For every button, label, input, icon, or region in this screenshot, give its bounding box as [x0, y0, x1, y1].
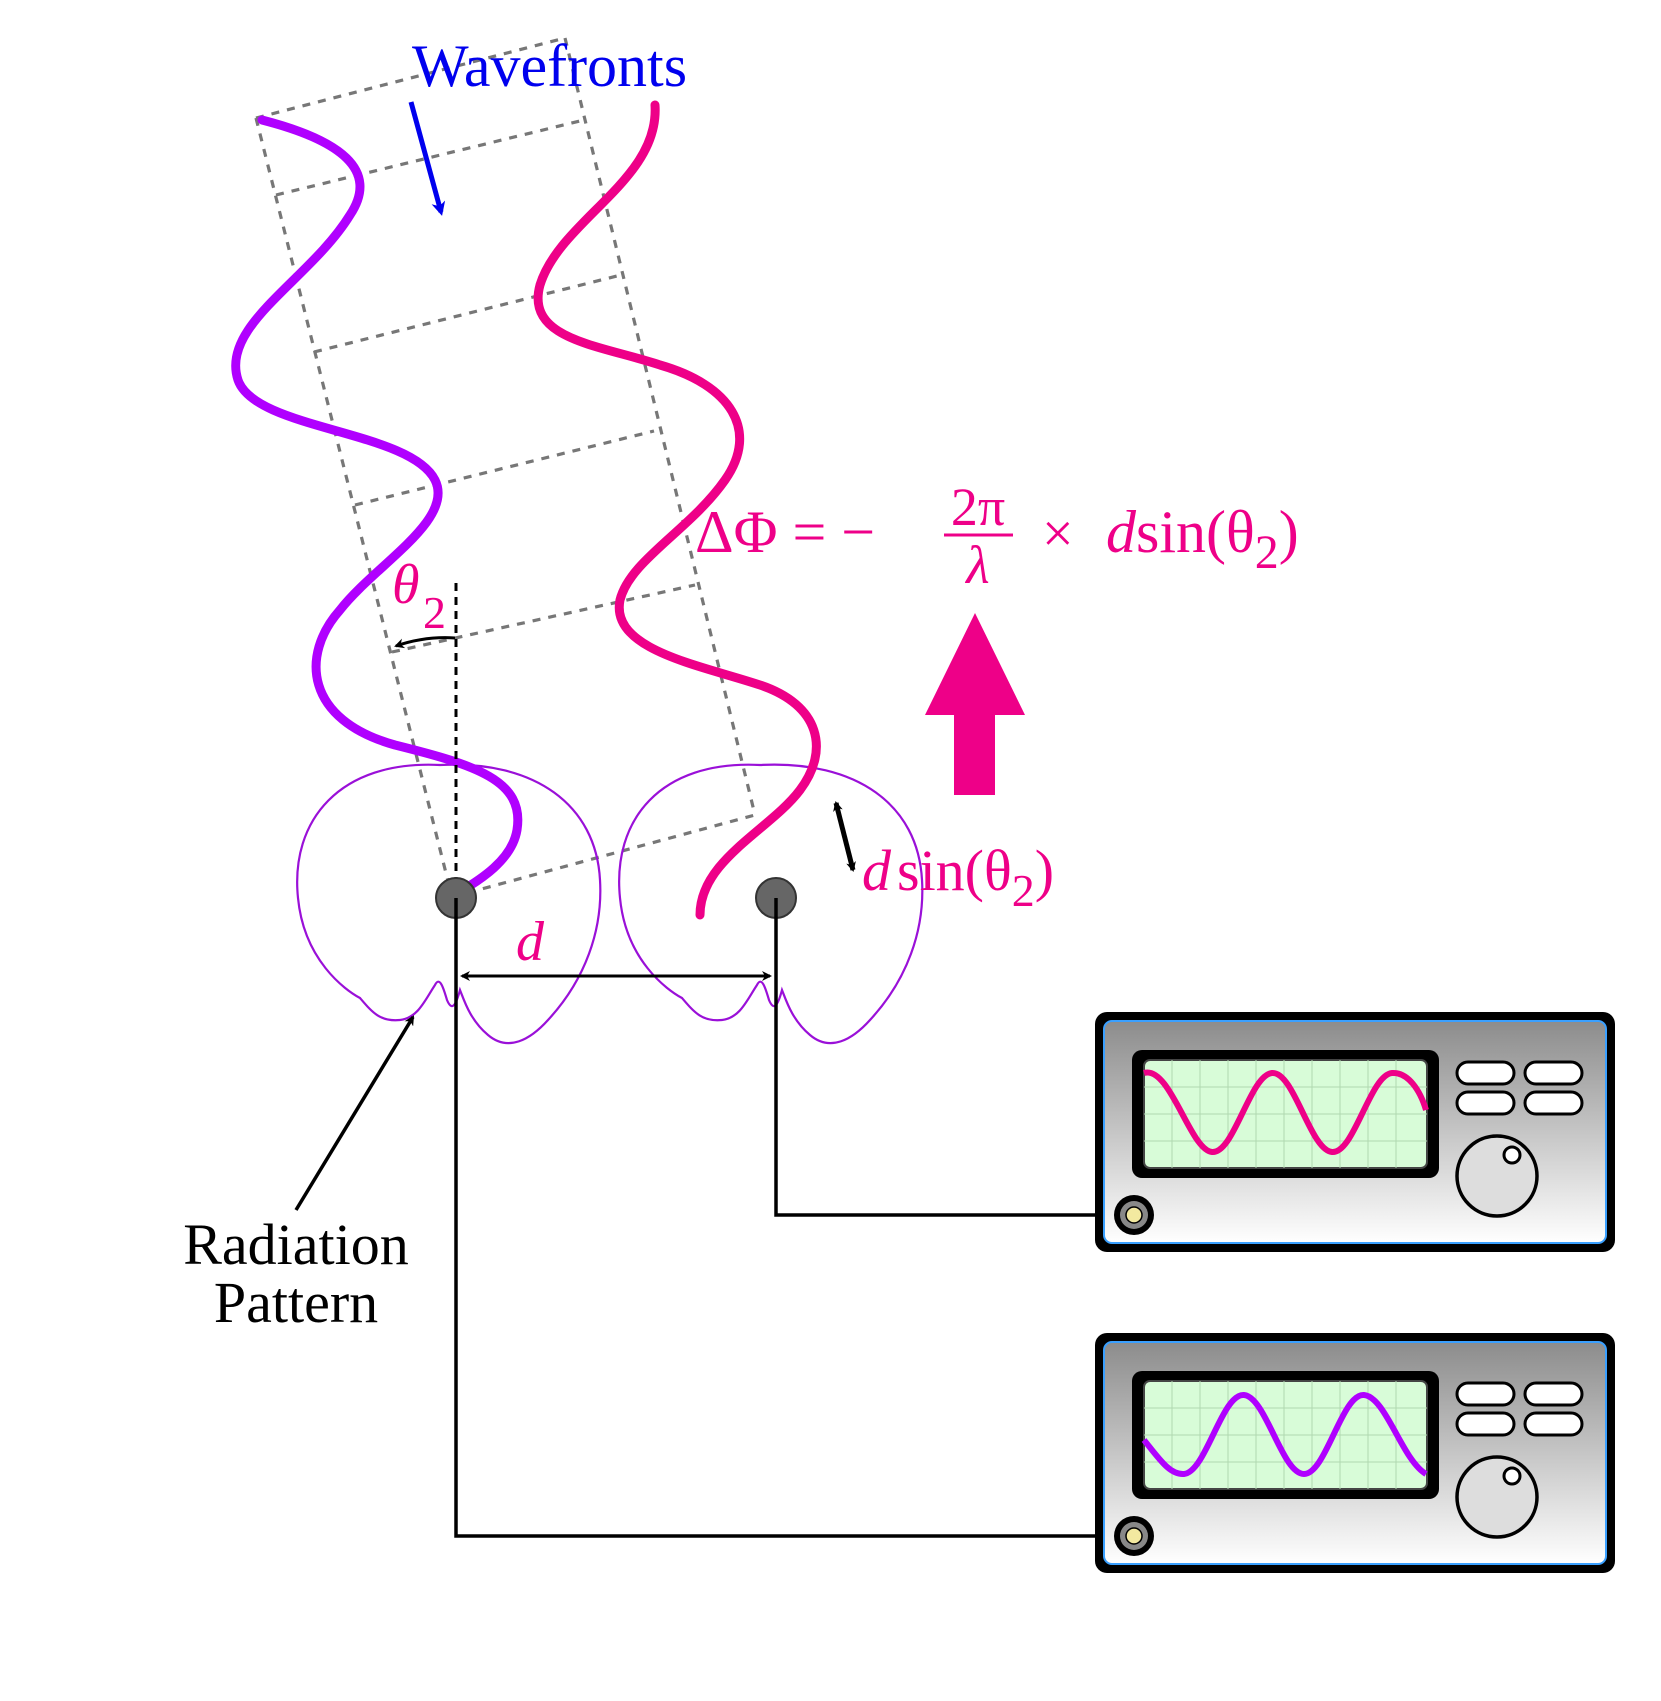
spacing-label: d	[516, 911, 545, 973]
svg-text:ΔΦ = −: ΔΦ = −	[695, 499, 875, 565]
svg-text:λ: λ	[964, 535, 989, 595]
svg-text:2π: 2π	[951, 477, 1005, 537]
radiation-pattern-label-line2: Pattern	[214, 1270, 378, 1335]
theta-subscript: 2	[423, 587, 446, 638]
theta-label: θ	[392, 554, 420, 616]
cable-left-to-bottom-scope	[454, 898, 1096, 1538]
oscilloscope-bottom	[1095, 1333, 1615, 1573]
radiation-pattern-right	[618, 763, 924, 1045]
oscilloscope-top	[1095, 1012, 1615, 1252]
incoming-wave-left	[231, 115, 523, 898]
incoming-wave-right	[533, 100, 821, 920]
propagation-arrow	[925, 613, 1025, 795]
svg-text:dsin(θ2): dsin(θ2)	[1106, 499, 1299, 579]
wavefront-grid	[254, 36, 757, 899]
radiation-pattern-label: Radiation	[183, 1212, 409, 1277]
radiation-pattern-arrow	[294, 1015, 415, 1211]
wavefronts-arrow	[408, 101, 446, 216]
cable-right-to-top-scope	[774, 898, 1096, 1217]
wavefronts-label: Wavefronts	[412, 33, 687, 99]
oscilloscope-bottom-trace	[1141, 1392, 1428, 1478]
oscilloscope-top-trace	[1143, 1069, 1429, 1155]
theta-arc-arrow	[394, 636, 456, 649]
radiation-pattern-left	[296, 763, 602, 1045]
phase-equation: ΔΦ = − 2π λ × dsin(θ2)	[695, 477, 1299, 595]
path-difference-arrow	[833, 801, 856, 872]
svg-text:×: ×	[1042, 503, 1074, 565]
